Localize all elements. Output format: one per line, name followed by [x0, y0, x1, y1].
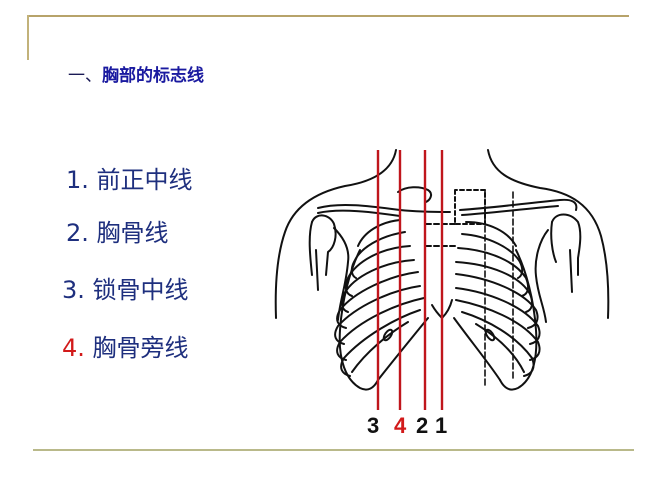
list-item-number: 2. [66, 219, 89, 247]
title-prefix: 一、 [68, 66, 102, 86]
line-label-2: 2 [416, 413, 429, 438]
list-item-number: 3. [62, 276, 85, 304]
line-label-1: 1 [435, 413, 448, 438]
list-item-midclavicular: 3. 锁骨中线 [62, 274, 189, 306]
line-label-4: 4 [394, 413, 407, 438]
list-item-sternal: 2. 胸骨线 [66, 217, 169, 249]
list-item-label: 锁骨中线 [92, 276, 189, 304]
list-item-parasternal: 4. 胸骨旁线 [62, 332, 189, 364]
list-item-number: 1. [66, 166, 89, 194]
line-label-3: 3 [367, 413, 380, 438]
frame-left-rule [27, 15, 29, 60]
slide-title: 一、胸部的标志线 [68, 64, 204, 88]
list-item-label: 胸骨旁线 [92, 334, 189, 362]
list-item-midsternal: 1. 前正中线 [66, 164, 193, 196]
title-text: 胸部的标志线 [102, 66, 204, 86]
list-item-label: 胸骨线 [96, 219, 169, 247]
frame-bottom-rule [33, 449, 634, 451]
list-item-number: 4. [62, 334, 85, 362]
frame-top-rule [27, 15, 629, 17]
list-item-label: 前正中线 [96, 166, 193, 194]
